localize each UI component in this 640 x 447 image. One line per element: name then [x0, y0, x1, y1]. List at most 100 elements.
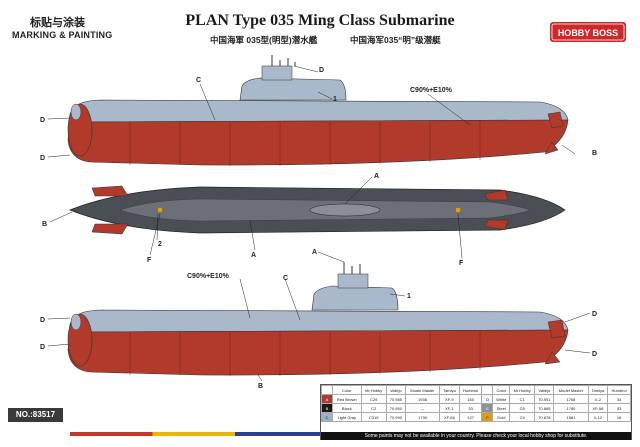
legend-cell: 70.865 [534, 403, 555, 413]
legend-cell: — [404, 403, 441, 413]
brand-logo: HOBBY BOSS [550, 22, 626, 42]
legend-cell: 127 [458, 412, 483, 422]
legend-col-color: Color [332, 385, 362, 395]
callout-d-top-bow-lower: D [40, 155, 45, 162]
legend-swatch-header-2 [481, 385, 494, 395]
legend-col-vallejo: Vallejo [385, 385, 406, 395]
legend-cell: C9 [509, 412, 536, 422]
legend-table: Color Mr.Hobby Vallejo Model Master Tami… [321, 385, 631, 422]
legend-header-row: Color Mr.Hobby Vallejo Model Master Tami… [321, 385, 631, 395]
callout-f-plan-stern: F [459, 260, 464, 267]
legend-col-mrhobby: Mr.Hobby [360, 385, 387, 395]
callout-c-bottom: C [283, 275, 288, 282]
legend-cell: 1768 [553, 394, 589, 404]
legend-col-color-2: Color [492, 385, 511, 395]
paint-color-legend: Color Mr.Hobby Vallejo Model Master Tami… [320, 384, 632, 440]
color-name-a: Red Brown [332, 394, 362, 404]
legend-cell: 70.985 [385, 394, 406, 404]
header-english-label: MARKING & PAINTING [12, 30, 113, 40]
legend-col-humbrol: Humbrol [458, 385, 483, 395]
legend-cell: 70.950 [385, 403, 406, 413]
callout-b-top: B [592, 150, 597, 157]
legend-cell: C29 [360, 394, 387, 404]
callout-2-plan: 2 [158, 241, 162, 248]
color-name-c: Light Gray [332, 412, 362, 422]
legend-col-modelmaster: Model Master [404, 385, 441, 395]
legend-cell: C8 [509, 403, 536, 413]
footer-color-stripe [70, 432, 320, 436]
callout-color-mix-top: C90%+E10% [410, 87, 453, 94]
callout-d-bottom-upper: D [40, 317, 45, 324]
legend-row-b-e: B Black C2 70.950 — XF-1 33 E Steel C8 7… [321, 403, 631, 413]
legend-cell: 1780 [553, 403, 589, 413]
callout-d-bottom-lower: D [40, 344, 45, 351]
legend-cell: C2 [360, 403, 387, 413]
color-name-b: Black [332, 403, 362, 413]
legend-cell: 33 [458, 403, 483, 413]
legend-cell: XF-1 [439, 403, 460, 413]
callout-a-plan-bottom: A [251, 252, 256, 259]
legend-cell: 70.951 [534, 394, 555, 404]
legend-cell: 70.990 [385, 412, 406, 422]
legend-cell: XF-9 [439, 394, 460, 404]
callout-c-top: C [196, 77, 201, 84]
subtitle-chinese: 中国海军035“明”级潜艇 [350, 35, 441, 45]
legend-col-vallejo-2: Vallejo [534, 385, 555, 395]
kit-number: NO.:83517 [8, 408, 63, 422]
page-title: PLAN Type 035 Ming Class Submarine [185, 12, 455, 29]
legend-swatch-header [321, 385, 333, 395]
legend-cell: 160 [458, 394, 483, 404]
legend-cell: XF-56 [587, 403, 609, 413]
hull-plate-lines-top [129, 121, 481, 166]
legend-cell: 70.878 [534, 412, 555, 422]
callout-a-plan-top: A [374, 173, 379, 180]
legend-col-tamiya: Tamiya [439, 385, 460, 395]
swatch-f: F [481, 412, 494, 422]
legend-cell: 34 [607, 394, 631, 404]
subtitle-japanese: 中国海軍 035型(明型)潜水艦 [210, 35, 318, 45]
paint-availability-note: Some paints may not be available in your… [321, 432, 631, 440]
color-name-d: White [492, 394, 511, 404]
callout-d-bottom-stern-lower: D [592, 351, 597, 358]
submarine-side-view-top: D D C D 1 C90%+E10% B [40, 55, 597, 166]
legend-cell: 1730 [404, 412, 441, 422]
legend-cell: 1936 [404, 394, 441, 404]
legend-col-tamiya-2: Tamiya [587, 385, 609, 395]
callout-d-top-bow-upper: D [40, 117, 45, 124]
callout-f-plan-bow: F [147, 257, 152, 264]
hull-plate-lines-bottom [129, 331, 481, 376]
legend-row-a-d: A Red Brown C29 70.985 1936 XF-9 160 D W… [321, 394, 631, 404]
header-chinese-label: 标贴与涂装 [30, 17, 85, 29]
color-name-f: Gold [492, 412, 511, 422]
legend-cell: 1581 [553, 412, 589, 422]
swatch-a: A [321, 394, 333, 404]
legend-cell: X-12 [587, 412, 609, 422]
legend-cell: X-2 [587, 394, 609, 404]
legend-cell: C315 [360, 412, 387, 422]
callout-color-mix-bottom: C90%+E10% [187, 273, 230, 280]
callout-d-bottom-stern: D [592, 311, 597, 318]
legend-col-modelmaster-2: Model Master [553, 385, 589, 395]
swatch-b: B [321, 403, 333, 413]
swatch-c: C [321, 412, 333, 422]
submarine-plan-view: A B 2 F A F [42, 173, 566, 267]
brand-logo-text: HOBBY BOSS [558, 28, 618, 38]
callout-d-top-mast: D [319, 67, 324, 74]
color-name-e: Steel [492, 403, 511, 413]
legend-col-humbrol-2: Humbrol [607, 385, 631, 395]
legend-cell: 16 [607, 412, 631, 422]
legend-row-c-f: C Light Gray C315 70.990 1730 XF-66 127 … [321, 412, 631, 422]
legend-cell: 53 [607, 403, 631, 413]
callout-b-plan: B [42, 221, 47, 228]
swatch-e: E [481, 403, 494, 413]
callout-b-bottom: B [258, 383, 263, 390]
submarine-side-view-bottom: A 1 C90%+E10% C D D D D B [40, 249, 597, 390]
legend-cell: XF-66 [439, 412, 460, 422]
callout-1-bottom: 1 [407, 293, 411, 300]
callout-a-bottom: A [312, 249, 317, 256]
swatch-d: D [481, 394, 494, 404]
callout-1-top: 1 [333, 96, 337, 103]
legend-cell: C1 [509, 394, 536, 404]
legend-col-mrhobby-2: Mr.Hobby [509, 385, 536, 395]
